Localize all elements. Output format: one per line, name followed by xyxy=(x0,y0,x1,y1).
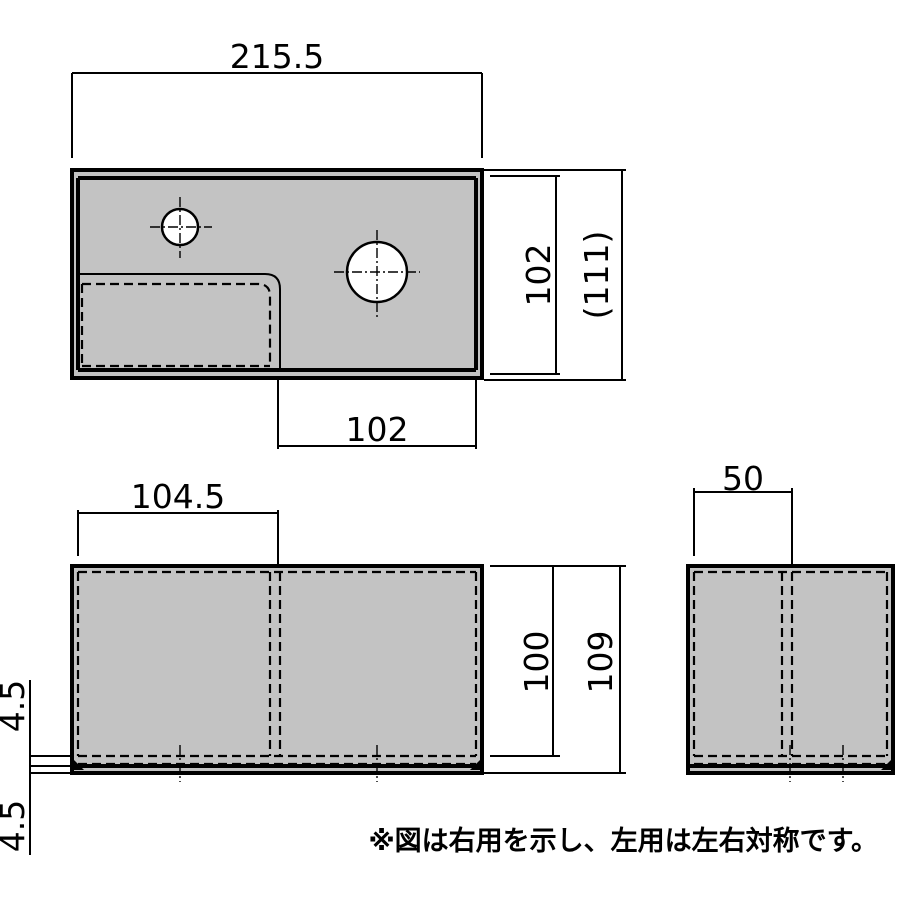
shelf-hidden-line xyxy=(82,282,272,366)
dim-front-height-overall: 109 xyxy=(581,631,620,694)
dim-foot-lower: 4.5 xyxy=(0,800,32,852)
dim-front-height: 100 xyxy=(517,631,556,694)
dim-foot-upper: 4.5 xyxy=(0,680,32,732)
drawing-note: ※図は右用を示し、左用は左右対称です。 xyxy=(368,826,878,857)
dim-top-depth-overall: (111) xyxy=(577,231,616,320)
dim-front-left-width: 104.5 xyxy=(131,477,225,516)
top-view: 215.5 102 (111) 102 xyxy=(70,37,626,449)
dim-side-width: 50 xyxy=(722,459,764,498)
front-view: 104.5 100 109 4.5 4.5 xyxy=(0,477,626,855)
dim-top-depth: 102 xyxy=(519,244,558,307)
side-view-body xyxy=(686,564,895,775)
dim-top-bottom-width: 102 xyxy=(346,410,409,449)
shelf-outline xyxy=(80,273,281,370)
dim-top-width: 215.5 xyxy=(230,37,324,76)
small-hole xyxy=(160,207,200,247)
front-view-body xyxy=(70,564,484,775)
side-view: 50 xyxy=(686,459,895,782)
